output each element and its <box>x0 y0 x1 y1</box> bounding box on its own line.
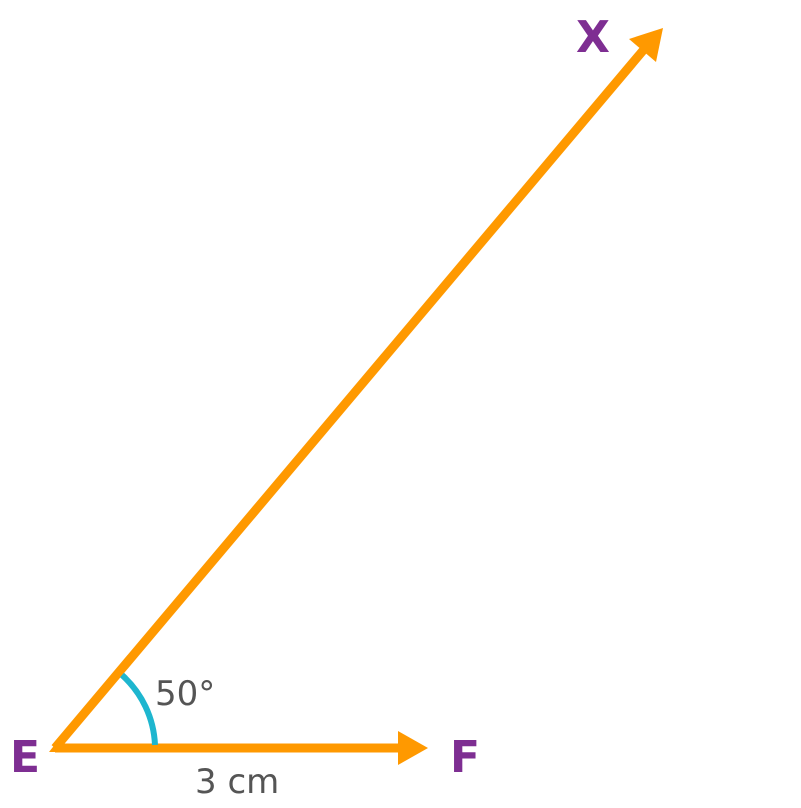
vertex-e-corner <box>49 738 66 752</box>
arrowhead-f <box>398 731 428 765</box>
point-label-x: X <box>576 12 610 63</box>
point-label-e: E <box>10 732 40 783</box>
ray-ex-line <box>51 44 650 751</box>
segment-length-label: 3 cm <box>195 762 279 802</box>
angle-arc <box>119 672 158 746</box>
point-label-f: F <box>450 732 480 783</box>
ray-ex <box>51 28 663 751</box>
angle-measure-label: 50° <box>155 674 215 714</box>
segment-ef <box>55 731 428 765</box>
arrowhead-x <box>629 28 663 62</box>
